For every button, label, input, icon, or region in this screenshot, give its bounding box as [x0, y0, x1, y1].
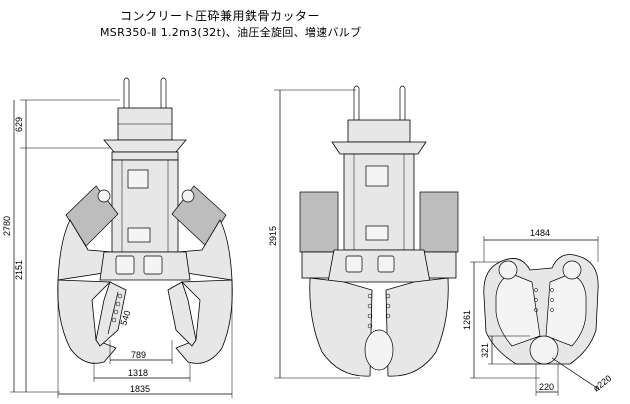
page-title: コンクリート圧砕兼用鉄骨カッター: [120, 9, 321, 23]
dim-540: 540: [118, 309, 132, 326]
model-spec: MSR350-Ⅱ 1.2m3(32t)、油圧全旋回、増速バルブ: [100, 26, 362, 39]
side-view: [299, 85, 459, 377]
dim-diameter-220: ø220: [591, 373, 613, 394]
dim-321: 321: [480, 343, 490, 358]
dim-220: 220: [539, 382, 554, 392]
dim-1484: 1484: [530, 228, 550, 238]
dim-1318: 1318: [128, 368, 148, 378]
dim-629: 629: [14, 117, 24, 132]
bottom-view: [483, 254, 599, 365]
dim-2780: 2780: [2, 216, 12, 236]
side-dimensions: [274, 89, 360, 379]
bottom-dimensions: [470, 236, 601, 396]
dim-789: 789: [131, 350, 146, 360]
dim-2151: 2151: [14, 260, 24, 280]
dim-2915: 2915: [268, 226, 278, 246]
dim-1835: 1835: [130, 384, 150, 394]
dim-1261: 1261: [462, 310, 472, 330]
front-dimensions: [10, 99, 233, 398]
front-view: [57, 77, 233, 364]
